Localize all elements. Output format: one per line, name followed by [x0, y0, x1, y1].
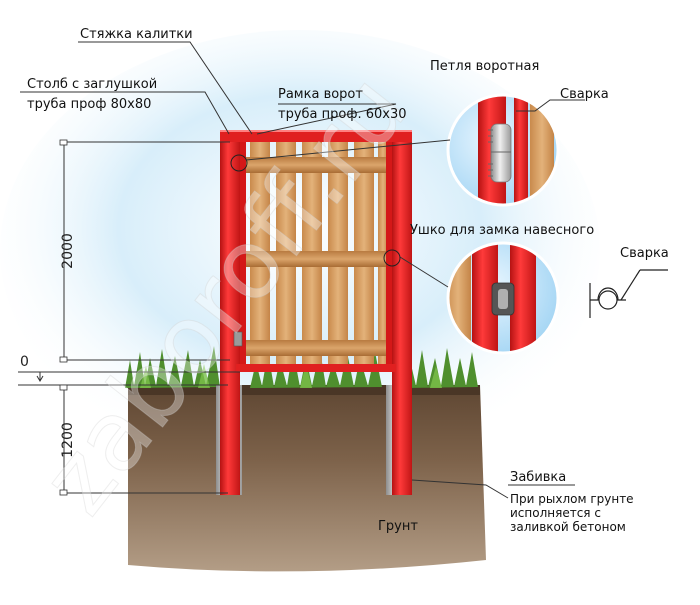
label-frame-pipe: труба проф. 60х30	[278, 107, 407, 122]
label-post-pipe: труба проф 80х80	[27, 97, 151, 112]
leader-lines	[20, 41, 585, 499]
right-post	[392, 130, 412, 495]
top-frame-bar	[220, 130, 412, 142]
label-post-cap: Столб с заглушкой	[27, 77, 157, 92]
weld-symbol	[589, 269, 668, 318]
middle-rail	[246, 251, 388, 267]
dimension-1200: 1200	[60, 422, 76, 458]
label-weld-1: Сварка	[560, 87, 609, 102]
zero-level-arrow	[36, 372, 44, 382]
label-lug: Ушко для замка навесного	[410, 223, 594, 238]
lug-detail-marker	[383, 249, 401, 267]
label-frame: Рамка ворот	[278, 87, 363, 102]
hinge-mark	[233, 331, 243, 347]
label-soil-note-1: При рыхлом грунте	[510, 492, 634, 506]
dimension-zero: 0	[20, 354, 29, 370]
label-drive: Забивка	[510, 470, 566, 485]
gate-frame	[220, 130, 412, 495]
dimension-2000: 2000	[60, 233, 76, 269]
hinge-detail-lens	[446, 93, 560, 207]
frame-bottom-bar	[236, 364, 396, 372]
top-rail	[246, 157, 388, 173]
label-soil-note-2: исполняется с	[510, 506, 601, 520]
left-post	[220, 130, 240, 495]
dimension-lines	[18, 141, 240, 494]
label-hinge: Петля воротная	[430, 59, 539, 74]
hinge-detail-marker	[230, 154, 248, 172]
bottom-rail	[246, 340, 388, 356]
label-ground: Грунт	[378, 519, 418, 534]
label-soil-note-3: заливкой бетоном	[510, 520, 626, 534]
inner-frame-right	[386, 142, 392, 370]
label-weld-2: Сварка	[620, 246, 669, 261]
label-gate-tie: Стяжка калитки	[80, 27, 193, 42]
lug-detail-lens	[446, 241, 560, 355]
inner-frame-left	[240, 142, 246, 370]
